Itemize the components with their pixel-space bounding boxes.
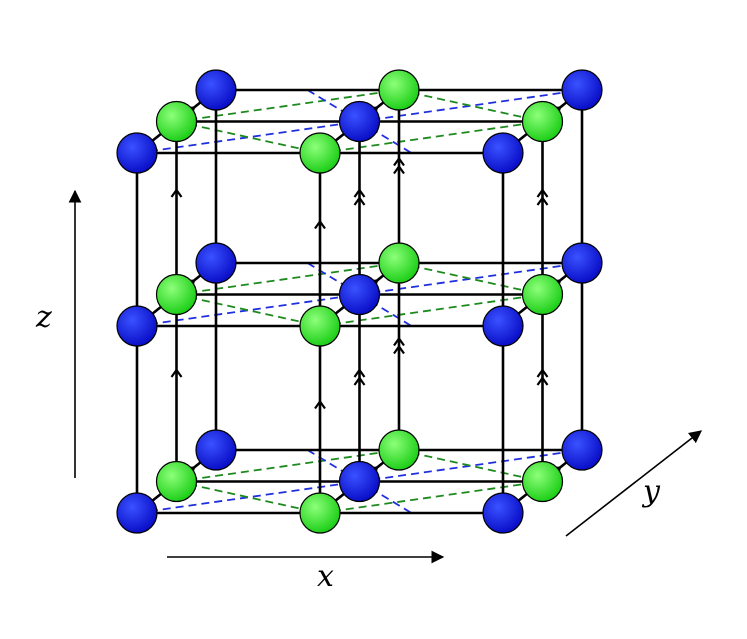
dashed-edges — [136, 89, 583, 514]
z-axis-label: z — [35, 300, 52, 335]
dashed-edge — [176, 449, 400, 483]
green-node — [378, 429, 420, 471]
dashed-edge — [398, 262, 543, 296]
z-edge-arrow — [170, 188, 183, 198]
green-node — [378, 242, 420, 284]
blue-node — [561, 242, 603, 284]
dashed-edge — [319, 120, 543, 154]
green-node — [521, 460, 564, 503]
blue-node — [338, 273, 381, 316]
blue-node — [116, 492, 158, 534]
green-node — [155, 273, 198, 316]
green-node — [155, 460, 198, 503]
dashed-edge — [176, 89, 400, 123]
dashed-edge — [319, 293, 543, 327]
z-edge-arrow — [353, 368, 366, 386]
blue-node — [561, 69, 603, 111]
dashed-edge — [307, 262, 360, 296]
lattice-nodes — [116, 69, 603, 534]
dashed-edge — [176, 120, 321, 154]
blue-node — [116, 132, 158, 174]
green-node — [299, 132, 341, 174]
blue-node — [195, 429, 237, 471]
z-edge-arrow — [393, 336, 405, 355]
dashed-edge — [176, 480, 321, 514]
green-node — [521, 273, 564, 316]
green-node — [378, 69, 420, 111]
z-edge-arrow — [536, 368, 549, 386]
dashed-edge — [176, 262, 400, 296]
z-edge-arrow — [314, 399, 326, 410]
dashed-edge — [136, 120, 360, 154]
y-axis-arrow — [565, 430, 703, 537]
dashed-edge — [359, 293, 412, 327]
dashed-edge — [307, 449, 360, 483]
blue-node — [482, 305, 524, 347]
dashed-edge — [398, 449, 543, 483]
dashed-edge — [359, 89, 583, 123]
dashed-edge — [359, 262, 583, 296]
dashed-edge — [136, 480, 360, 514]
dashed-edge — [319, 480, 543, 514]
green-node — [299, 492, 341, 534]
green-node — [521, 100, 564, 143]
blue-node — [195, 242, 237, 284]
dashed-edge — [176, 293, 321, 327]
y-axis-label: y — [641, 474, 661, 509]
green-node — [155, 100, 198, 143]
blue-node — [338, 460, 381, 503]
blue-node — [116, 305, 158, 347]
z-edge-arrow — [170, 368, 183, 378]
blue-node — [338, 100, 381, 143]
blue-node — [195, 69, 237, 111]
z-edge-arrow — [353, 188, 366, 206]
dashed-edge — [359, 120, 412, 154]
dashed-edge — [359, 449, 583, 483]
blue-node — [482, 492, 524, 534]
dashed-edge — [307, 89, 360, 123]
z-edge-arrow — [393, 156, 405, 175]
blue-node — [561, 429, 603, 471]
dashed-edge — [136, 293, 360, 327]
x-axis-label: x — [317, 559, 334, 594]
dashed-edge — [398, 89, 543, 123]
dashed-edge — [359, 480, 412, 514]
blue-node — [482, 132, 524, 174]
green-node — [299, 305, 341, 347]
z-edge-arrow — [536, 188, 549, 206]
z-edge-arrow — [314, 219, 326, 230]
